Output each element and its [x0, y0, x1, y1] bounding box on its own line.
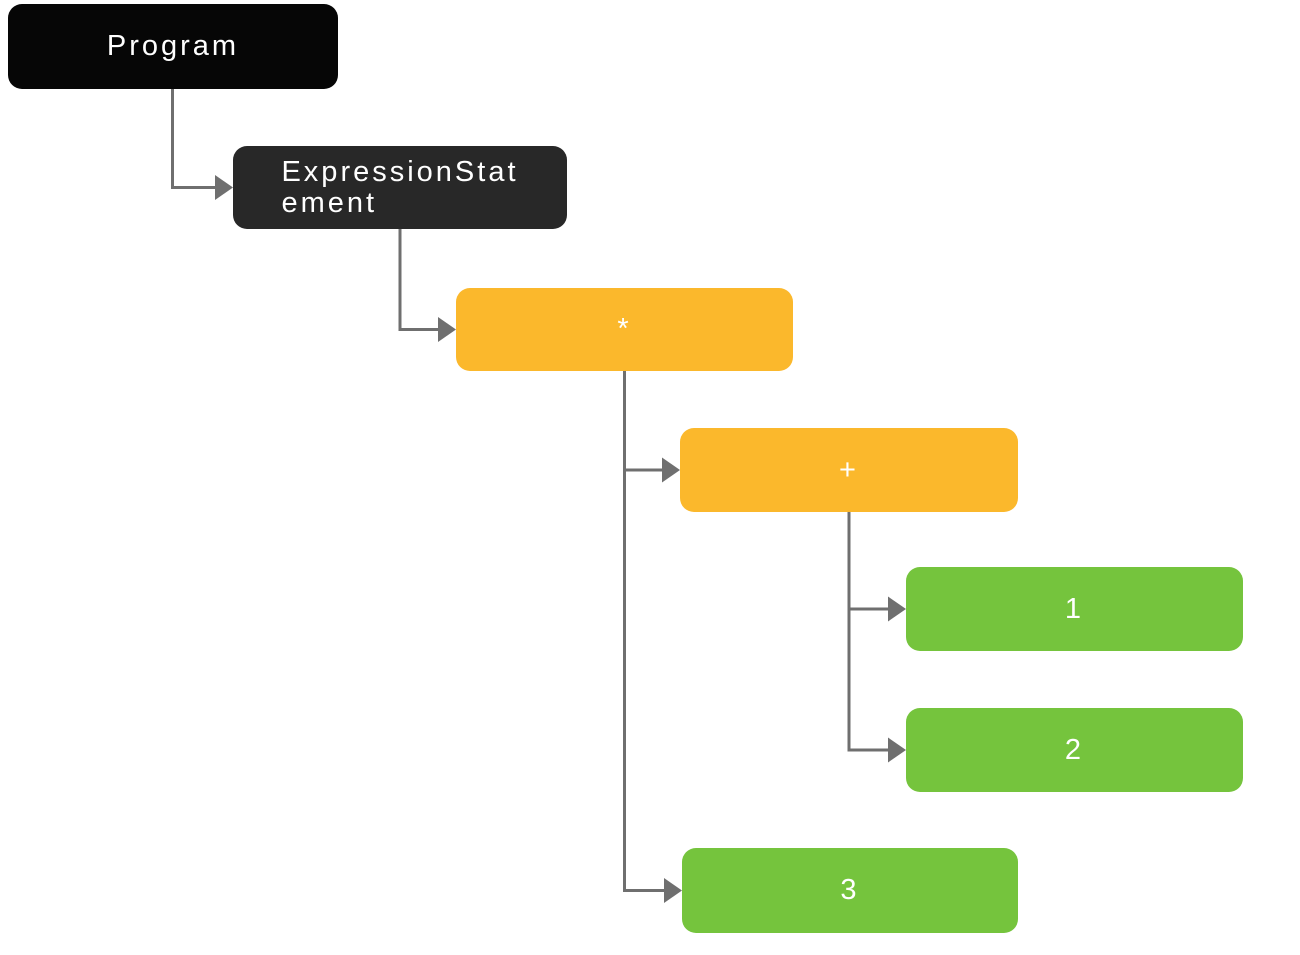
arrowhead-plus	[662, 457, 680, 483]
arrowhead-literal-2	[888, 737, 906, 763]
node-literal-2: 2	[906, 708, 1243, 792]
connector-multiply-to-literal-3	[623, 371, 668, 892]
node-label: ExpressionStat ement	[281, 155, 519, 219]
node-label: +	[839, 453, 859, 486]
connector-program-to-expression-statement	[171, 89, 219, 189]
arrowhead-literal-1	[888, 596, 906, 622]
node-label: *	[617, 313, 632, 345]
node-label: 3	[840, 874, 860, 906]
connector-plus-to-literal-2	[847, 512, 892, 752]
node-literal-3: 3	[682, 848, 1018, 933]
connector-lines	[171, 89, 892, 892]
node-label-line-1: ExpressionStat	[281, 155, 519, 188]
connector-arrowheads	[215, 175, 906, 903]
node-label: 2	[1064, 733, 1085, 766]
node-label-line-2: ement	[281, 186, 378, 219]
node-label: Program	[106, 30, 240, 62]
arrowhead-multiply	[438, 317, 456, 342]
node-expression-statement: ExpressionStat ement	[233, 146, 567, 229]
node-label: 1	[1064, 592, 1085, 625]
connector-plus-to-literal-1	[847, 512, 892, 611]
node-program: Program	[8, 4, 338, 89]
connector-expression-statement-to-multiply	[398, 229, 442, 331]
arrowhead-literal-3	[664, 878, 682, 903]
connector-multiply-to-plus	[623, 371, 666, 472]
node-operator-plus: +	[680, 428, 1018, 512]
arrowhead-expression-statement	[215, 175, 233, 200]
node-operator-multiply: *	[456, 288, 793, 371]
node-literal-1: 1	[906, 567, 1243, 651]
